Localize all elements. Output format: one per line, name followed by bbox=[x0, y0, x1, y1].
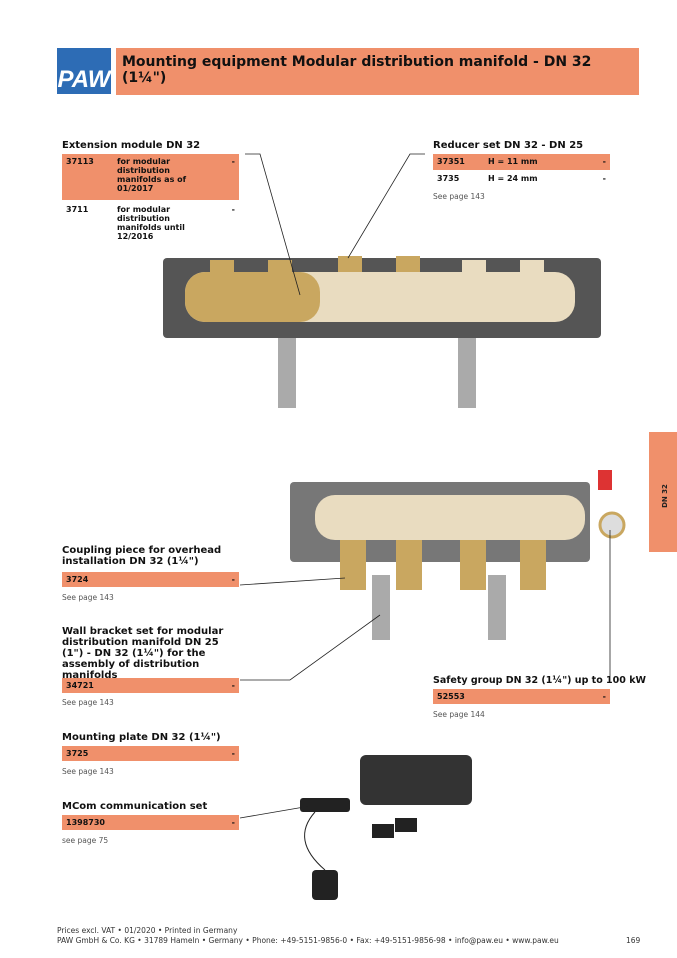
table-row: 3724- bbox=[62, 572, 239, 587]
see-page: See page 143 bbox=[62, 593, 114, 602]
see-page: See page 143 bbox=[433, 192, 485, 201]
see-page: See page 143 bbox=[62, 767, 114, 776]
side-tab: DN 32 bbox=[649, 432, 677, 552]
leader-lines bbox=[239, 153, 611, 819]
table-row: 3725- bbox=[62, 746, 239, 761]
page-number: 169 bbox=[626, 936, 641, 945]
see-page: See page 144 bbox=[433, 710, 485, 719]
coupling-title: Coupling piece for overhead installation… bbox=[62, 545, 222, 567]
bracket-title: Wall bracket set for modular distributio… bbox=[62, 626, 224, 681]
footer-line2: PAW GmbH & Co. KG • 31789 Hameln • Germa… bbox=[57, 936, 559, 945]
footer-line1: Prices excl. VAT • 01/2020 • Printed in … bbox=[57, 926, 238, 935]
table-row: 34721- bbox=[62, 678, 239, 693]
plate-title: Mounting plate DN 32 (1¼") bbox=[62, 732, 221, 743]
mcom-image bbox=[300, 755, 472, 900]
reducer-title: Reducer set DN 32 - DN 25 bbox=[433, 140, 584, 151]
page-title: Mounting equipment Modular distribution … bbox=[122, 54, 592, 86]
manifold-image-top bbox=[163, 256, 601, 408]
table-row: 52553- bbox=[433, 689, 610, 704]
safety-title: Safety group DN 32 (1¼") up to 100 kW bbox=[433, 675, 646, 686]
manifold-image-middle bbox=[290, 470, 626, 640]
extension-title: Extension module DN 32 bbox=[62, 140, 201, 151]
paw-logo: PAW bbox=[57, 48, 111, 94]
see-page: see page 75 bbox=[62, 836, 109, 845]
page-header: Mounting equipment Modular distribution … bbox=[116, 48, 639, 95]
mcom-title: MCom communication set bbox=[62, 801, 208, 812]
see-page: See page 143 bbox=[62, 698, 114, 707]
table-row: 1398730- bbox=[62, 815, 239, 830]
